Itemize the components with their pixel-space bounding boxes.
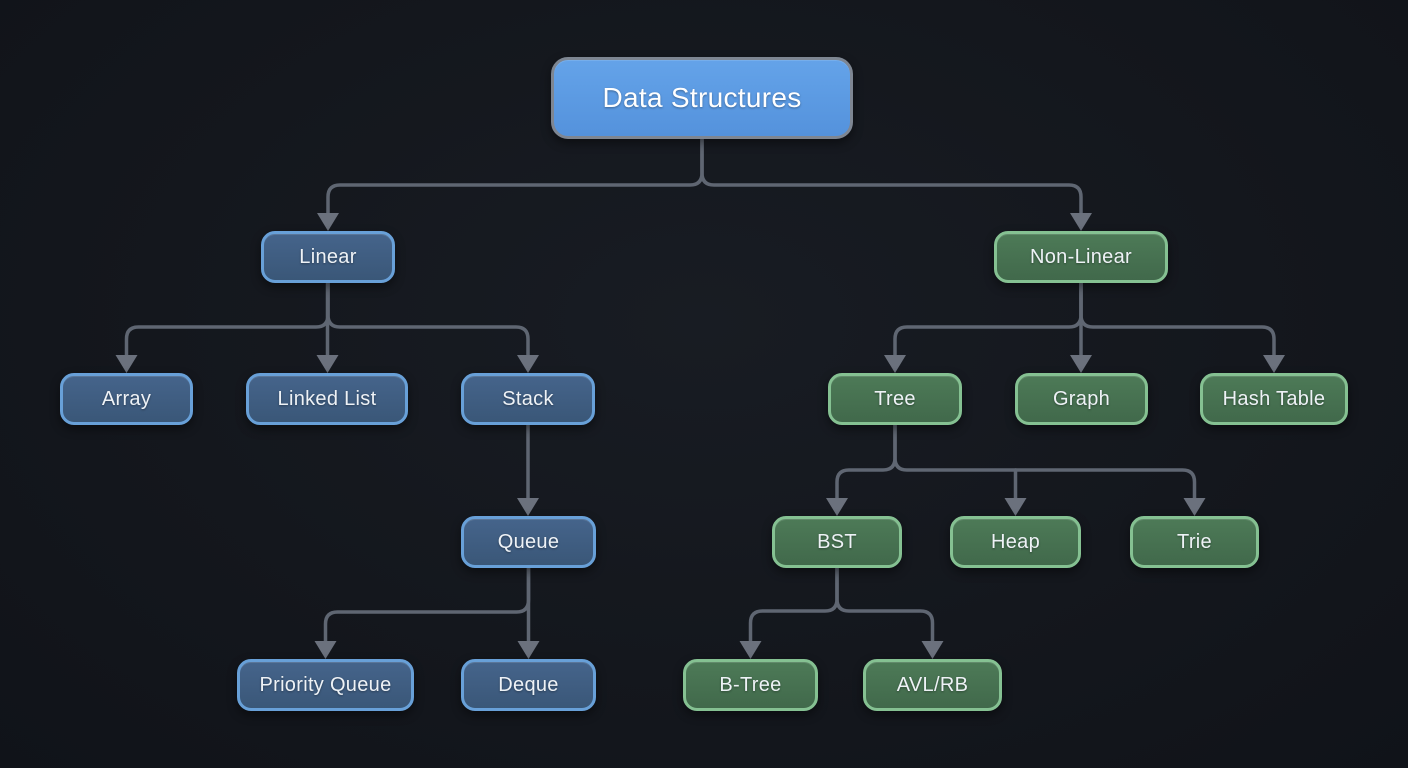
node-priority-queue: Priority Queue <box>237 659 414 711</box>
edge-bst-avl-rb <box>835 566 935 645</box>
edge-root-linear <box>326 137 704 217</box>
edge-queue-priority-queue <box>323 566 531 645</box>
node-trie: Trie <box>1130 516 1259 568</box>
arrowhead-queue <box>517 498 539 516</box>
node-linked-list: Linked List <box>246 373 408 425</box>
arrowhead-avl-rb <box>921 641 944 659</box>
node-bst: BST <box>772 516 902 568</box>
edge-tree-trie <box>893 423 1197 502</box>
arrowhead-array <box>115 355 138 373</box>
edge-linear-array <box>124 281 330 359</box>
edge-root-non-linear <box>700 137 1083 217</box>
node-non-linear: Non-Linear <box>994 231 1168 283</box>
node-graph: Graph <box>1015 373 1148 425</box>
node-array: Array <box>60 373 193 425</box>
node-b-tree: B-Tree <box>683 659 818 711</box>
arrowhead-linear <box>317 213 339 231</box>
node-tree: Tree <box>828 373 962 425</box>
node-linear: Linear <box>261 231 395 283</box>
arrowhead-bst <box>826 498 848 516</box>
arrowhead-trie <box>1183 498 1206 516</box>
arrowhead-hash-table <box>1263 355 1285 373</box>
arrowhead-linked-list <box>316 355 339 373</box>
edge-non-linear-tree <box>893 281 1083 359</box>
edge-non-linear-hash-table <box>1079 281 1276 359</box>
node-queue: Queue <box>461 516 596 568</box>
node-stack: Stack <box>461 373 595 425</box>
arrowhead-b-tree <box>739 641 762 659</box>
node-hash-table: Hash Table <box>1200 373 1348 425</box>
arrowhead-non-linear <box>1070 213 1092 231</box>
edge-bst-b-tree <box>748 566 839 645</box>
edge-linear-stack <box>326 281 530 359</box>
arrowhead-priority-queue <box>314 641 337 659</box>
arrowhead-stack <box>517 355 539 373</box>
arrowhead-deque <box>517 641 540 659</box>
arrowhead-heap <box>1004 498 1027 516</box>
node-deque: Deque <box>461 659 596 711</box>
node-heap: Heap <box>950 516 1081 568</box>
arrowhead-tree <box>884 355 906 373</box>
node-avl-rb: AVL/RB <box>863 659 1002 711</box>
edge-tree-bst <box>835 423 897 502</box>
node-data-structures: Data Structures <box>551 57 853 139</box>
arrowhead-graph <box>1070 355 1092 373</box>
